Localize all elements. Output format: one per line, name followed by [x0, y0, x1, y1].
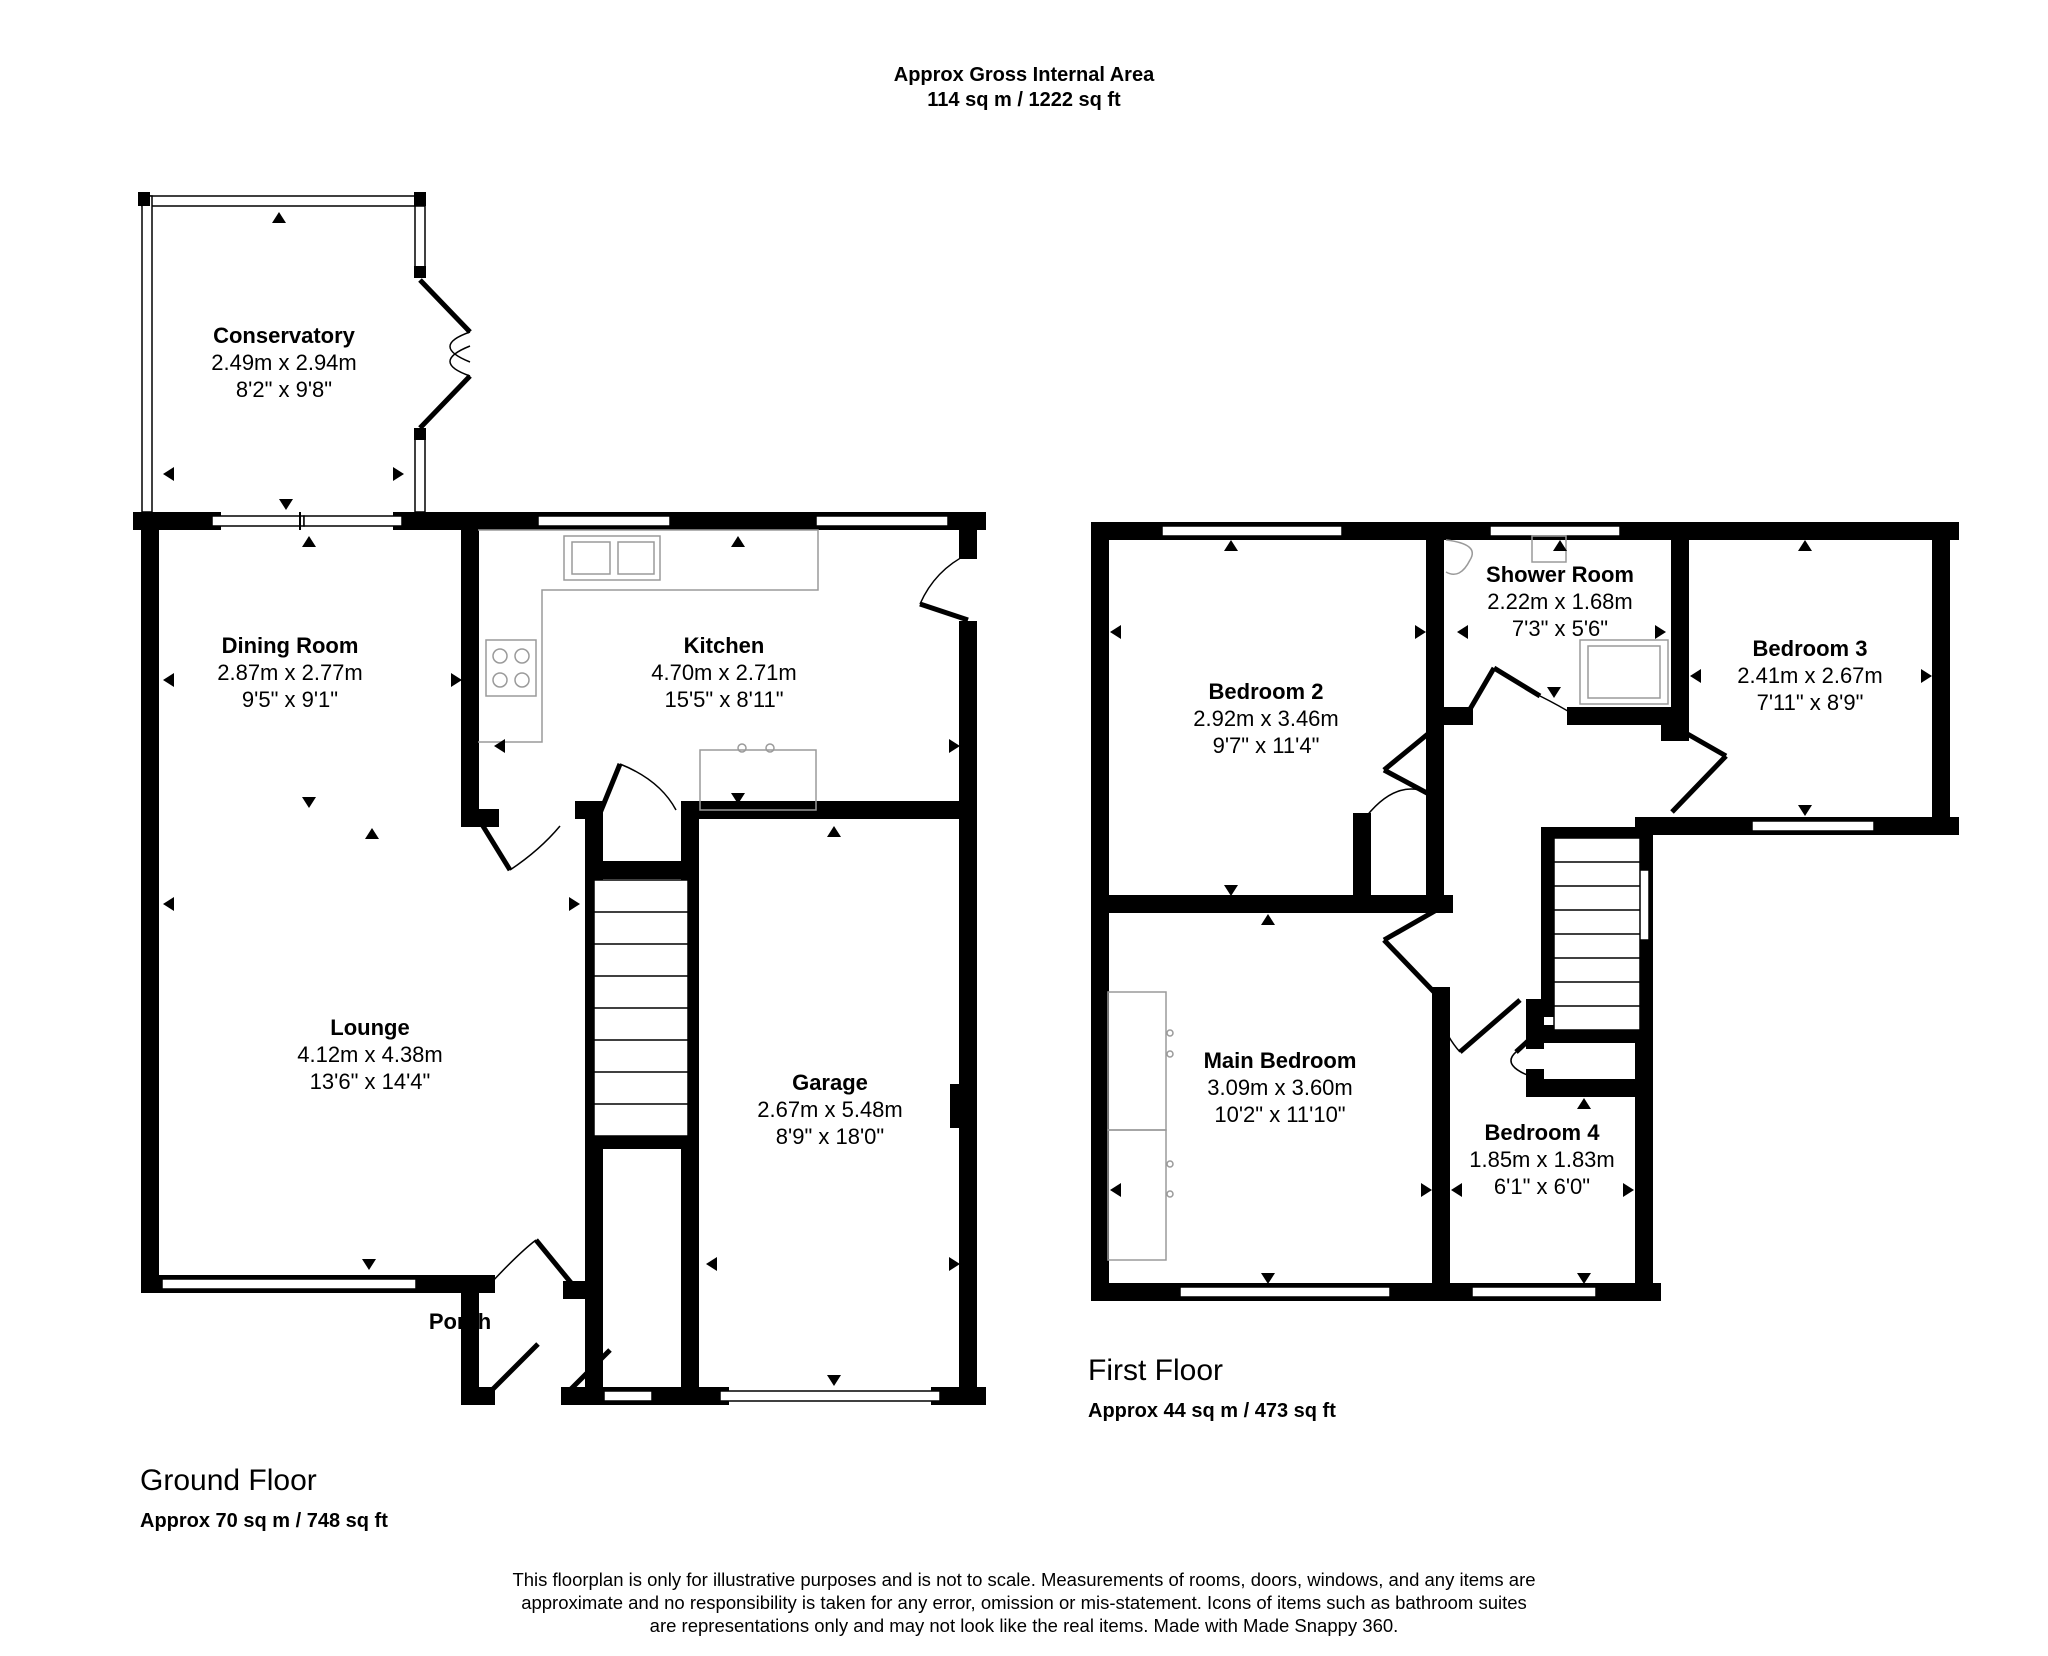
room-label-porch: Porch: [390, 1308, 530, 1335]
room-name: Dining Room: [221, 633, 359, 658]
room-imperial: 9'7" x 11'4": [1212, 733, 1320, 758]
room-metric: 4.70m x 2.71m: [651, 660, 797, 685]
room-label-bedroom-3: Bedroom 3 2.41m x 2.67m 7'11" x 8'9": [1670, 635, 1950, 716]
gross-area-title: Approx Gross Internal Area: [893, 64, 1155, 86]
room-imperial: 9'5" x 9'1": [241, 687, 339, 712]
first-floor-windows: [1161, 525, 1875, 1298]
ground-floor-area: Approx 70 sq m / 748 sq ft: [140, 1510, 388, 1532]
room-metric: 1.85m x 1.83m: [1469, 1147, 1615, 1172]
ground-floor-windows: [161, 512, 949, 1402]
ground-floor-markers: [163, 212, 960, 1386]
room-imperial: 8'2" x 9'8": [235, 377, 333, 402]
disclaimer: This floorplan is only for illustrative …: [444, 1568, 1604, 1637]
room-name: Shower Room: [1486, 562, 1634, 587]
garage-side-unit: [950, 1084, 964, 1128]
room-metric: 2.67m x 5.48m: [757, 1097, 903, 1122]
room-name: Porch: [428, 1309, 492, 1334]
first-floor-title: First Floor: [1088, 1354, 1223, 1387]
room-label-shower-room: Shower Room 2.22m x 1.68m 7'3" x 5'6": [1420, 561, 1700, 642]
room-metric: 2.41m x 2.67m: [1737, 663, 1883, 688]
gross-area-header: Approx Gross Internal Area 114 sq m / 12…: [774, 63, 1274, 113]
room-label-kitchen: Kitchen 4.70m x 2.71m 15'5" x 8'11": [584, 632, 864, 713]
conservatory-frame: [138, 192, 426, 513]
first-floor-markers: [1110, 540, 1932, 1284]
disclaimer-line: approximate and no responsibility is tak…: [521, 1592, 1527, 1613]
room-name: Lounge: [330, 1015, 410, 1040]
ground-floor-title: Ground Floor: [140, 1464, 317, 1497]
gross-area-value: 114 sq m / 1222 sq ft: [927, 89, 1121, 111]
room-imperial: 15'5" x 8'11": [664, 687, 784, 712]
room-label-bedroom-4: Bedroom 4 1.85m x 1.83m 6'1" x 6'0": [1402, 1119, 1682, 1200]
conservatory-french-doors: [418, 278, 472, 430]
room-imperial: 13'6" x 14'4": [309, 1069, 431, 1094]
room-label-lounge: Lounge 4.12m x 4.38m 13'6" x 14'4": [230, 1014, 510, 1095]
room-metric: 2.49m x 2.94m: [211, 350, 357, 375]
room-label-garage: Garage 2.67m x 5.48m 8'9" x 18'0": [690, 1069, 970, 1150]
first-floor-doors: [1361, 665, 1728, 1079]
room-name: Main Bedroom: [1203, 1048, 1357, 1073]
ground-floor-doors: [475, 553, 969, 1398]
disclaimer-line: This floorplan is only for illustrative …: [512, 1569, 1536, 1590]
disclaimer-line: are representations only and may not loo…: [649, 1615, 1399, 1636]
room-name: Conservatory: [213, 323, 355, 348]
room-name: Kitchen: [683, 633, 765, 658]
first-floor-stairs: [1553, 837, 1641, 1031]
room-imperial: 10'2" x 11'10": [1214, 1102, 1346, 1127]
room-imperial: 6'1" x 6'0": [1493, 1174, 1591, 1199]
first-floor-area: Approx 44 sq m / 473 sq ft: [1088, 1400, 1336, 1422]
room-metric: 4.12m x 4.38m: [297, 1042, 443, 1067]
first-floor-plan: [1091, 522, 1959, 1301]
room-name: Garage: [792, 1070, 868, 1095]
room-label-bedroom-2: Bedroom 2 2.92m x 3.46m 9'7" x 11'4": [1126, 678, 1406, 759]
room-name: Bedroom 4: [1484, 1120, 1600, 1145]
ground-floor-plan: [133, 192, 986, 1405]
room-imperial: 8'9" x 18'0": [775, 1124, 885, 1149]
room-imperial: 7'3" x 5'6": [1511, 616, 1609, 641]
room-imperial: 7'11" x 8'9": [1756, 690, 1864, 715]
room-metric: 2.22m x 1.68m: [1487, 589, 1633, 614]
room-metric: 3.09m x 3.60m: [1207, 1075, 1353, 1100]
room-metric: 2.92m x 3.46m: [1193, 706, 1339, 731]
first-floor-fittings: [1107, 535, 1669, 1261]
room-metric: 2.87m x 2.77m: [217, 660, 363, 685]
room-name: Bedroom 3: [1752, 636, 1868, 661]
kitchen-fittings: [478, 529, 819, 811]
room-label-conservatory: Conservatory 2.49m x 2.94m 8'2" x 9'8": [144, 322, 424, 403]
ground-floor-stairs: [593, 879, 689, 1137]
room-label-main-bedroom: Main Bedroom 3.09m x 3.60m 10'2" x 11'10…: [1140, 1047, 1420, 1128]
room-label-dining-room: Dining Room 2.87m x 2.77m 9'5" x 9'1": [150, 632, 430, 713]
room-name: Bedroom 2: [1208, 679, 1324, 704]
